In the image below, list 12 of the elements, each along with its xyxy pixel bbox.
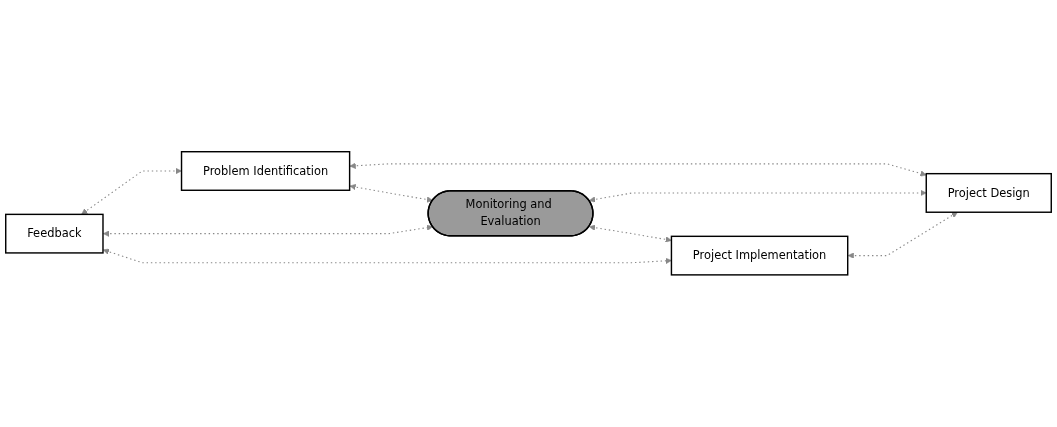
node-box: Problem Identification xyxy=(180,151,351,192)
node-box: Project Implementation xyxy=(670,235,849,276)
arrow xyxy=(349,162,927,177)
arrow xyxy=(589,190,927,203)
arrow xyxy=(847,212,958,259)
node-box: Project Design xyxy=(925,173,1052,214)
arrow xyxy=(102,248,672,265)
arrow xyxy=(81,168,182,215)
arrow xyxy=(103,224,433,237)
node-box: Feedback xyxy=(5,213,104,254)
arrow xyxy=(349,184,433,203)
arrow xyxy=(589,224,672,243)
